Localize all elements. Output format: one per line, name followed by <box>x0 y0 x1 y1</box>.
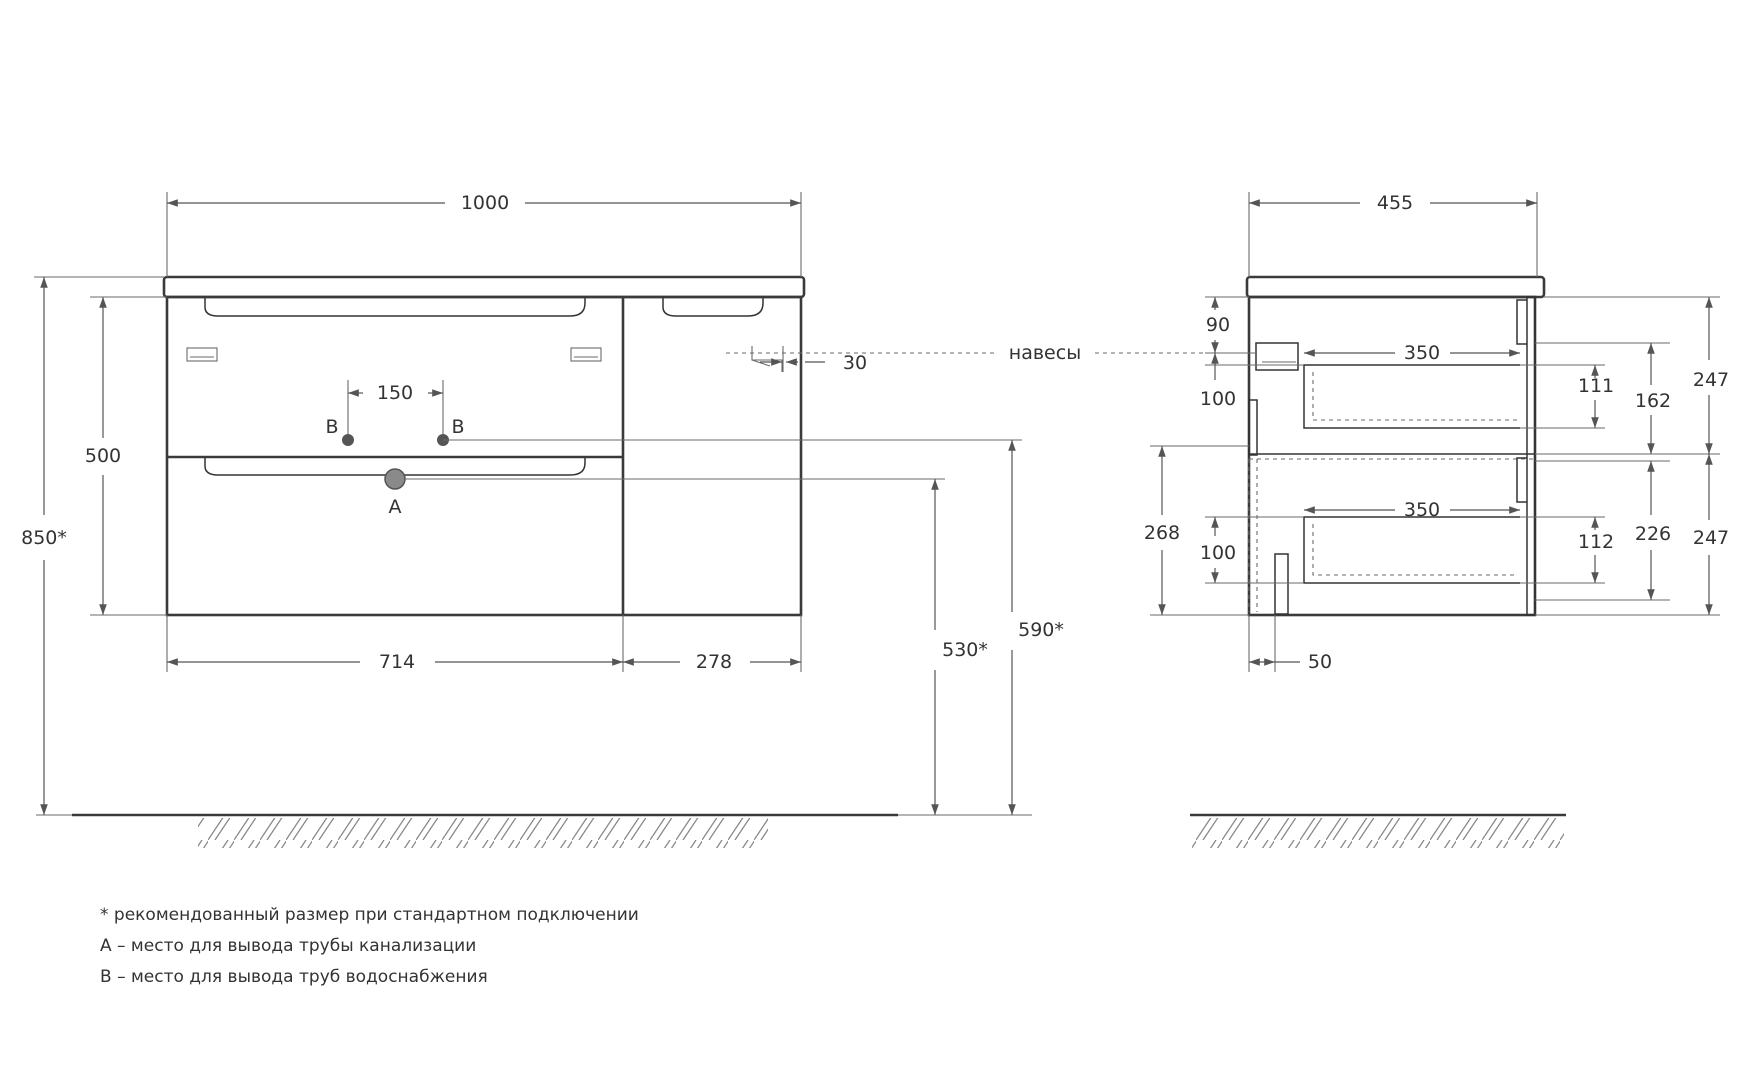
dim-depth-total: 455 <box>1377 192 1413 214</box>
dim-drawer-depth-upper: 350 <box>1404 342 1440 364</box>
floor-front <box>72 813 898 848</box>
dim-door-width: 278 <box>696 651 732 673</box>
dim-back-offset: 50 <box>1308 651 1332 673</box>
dim-module-lower: 247 <box>1693 527 1729 549</box>
side-view <box>1245 275 1720 617</box>
dim-lower-height: 268 <box>1144 522 1180 544</box>
front-dimensions <box>34 192 1256 815</box>
dim-front-upper: 162 <box>1635 390 1671 412</box>
dim-height-total: 850* <box>21 527 67 549</box>
dim-module-upper: 247 <box>1693 369 1729 391</box>
dim-drawer-depth-lower: 350 <box>1404 499 1440 521</box>
floor-side <box>1190 813 1566 848</box>
dim-width-total: 1000 <box>461 192 509 214</box>
front-labels: 1000 850* 500 150 B B A 30 714 278 530* … <box>21 192 1081 673</box>
dim-drain-height: 530* <box>942 639 988 661</box>
dim-inner-lower: 112 <box>1578 531 1614 553</box>
notes: * рекомендованный размер при стандартном… <box>100 900 639 993</box>
label-water-right: B <box>451 416 464 438</box>
dim-gap-upper: 100 <box>1200 388 1236 410</box>
dim-hinge-offset: 30 <box>843 352 867 374</box>
side-labels: 455 90 100 100 350 350 111 112 162 226 2… <box>1144 192 1729 673</box>
dim-body-height: 500 <box>85 445 121 467</box>
dim-front-lower: 226 <box>1635 523 1671 545</box>
note-recommended: * рекомендованный размер при стандартном… <box>100 905 639 925</box>
dim-inner-upper: 111 <box>1578 375 1614 397</box>
label-water-left: B <box>325 416 338 438</box>
label-drain: A <box>389 496 402 518</box>
side-dimensions <box>1150 192 1713 672</box>
front-view <box>162 275 1022 617</box>
label-hinges: навесы <box>1009 342 1081 364</box>
dim-drawer-width: 714 <box>379 651 415 673</box>
dim-top-offset: 90 <box>1206 314 1230 336</box>
dim-gap-lower: 100 <box>1200 542 1236 564</box>
dim-pipe-spacing: 150 <box>377 382 413 404</box>
dim-water-height: 590* <box>1018 619 1064 641</box>
note-water: В – место для вывода труб водоснабжения <box>100 967 488 987</box>
note-drain: А – место для вывода трубы канализации <box>100 936 477 956</box>
